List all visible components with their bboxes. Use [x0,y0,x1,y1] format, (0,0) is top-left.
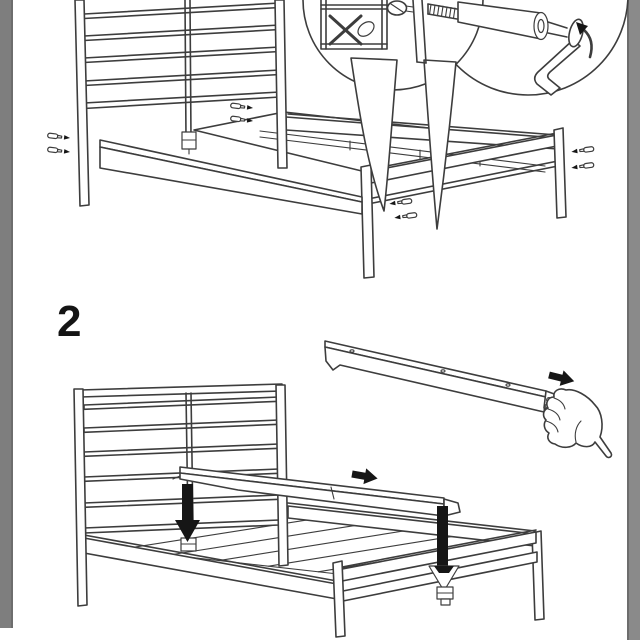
near-foot-leg [332,560,346,638]
headboard-left-post [73,388,88,607]
allen-key-icon [533,39,581,96]
hand-icon [542,388,613,459]
right-arrow-icon [547,367,577,390]
x-icon [328,14,363,46]
foot-bracket-icon [436,586,454,606]
down-arrow-icon [175,484,200,542]
bolt-head-icon [386,0,414,16]
barrel-sleeve-icon [457,1,568,41]
loose-support-beam [324,340,558,413]
headboard-left-post [74,0,90,207]
threaded-bolt-icon [427,3,458,20]
rotate-arrow-icon [576,22,593,59]
prohibition-box [320,0,388,50]
far-foot-leg [531,530,545,621]
headboard-right-post [274,0,288,169]
far-foot-leg [553,127,567,219]
center-bracket-icon [181,131,197,155]
bolt-detail-callout [386,0,593,96]
near-side-rail [83,534,338,600]
headboard [74,0,288,207]
step1-diagram [46,0,629,279]
step2-diagram [73,340,613,638]
near-side-rail [99,139,363,215]
right-page-edge [627,0,640,640]
left-page-edge [0,0,13,628]
down-arrow-icon [428,506,460,592]
near-foot-leg [360,164,375,279]
step-2-number: 2 [57,297,82,346]
right-arrow-icon [350,466,379,487]
washer-icon [357,21,375,37]
headboard-right-post [275,384,289,567]
